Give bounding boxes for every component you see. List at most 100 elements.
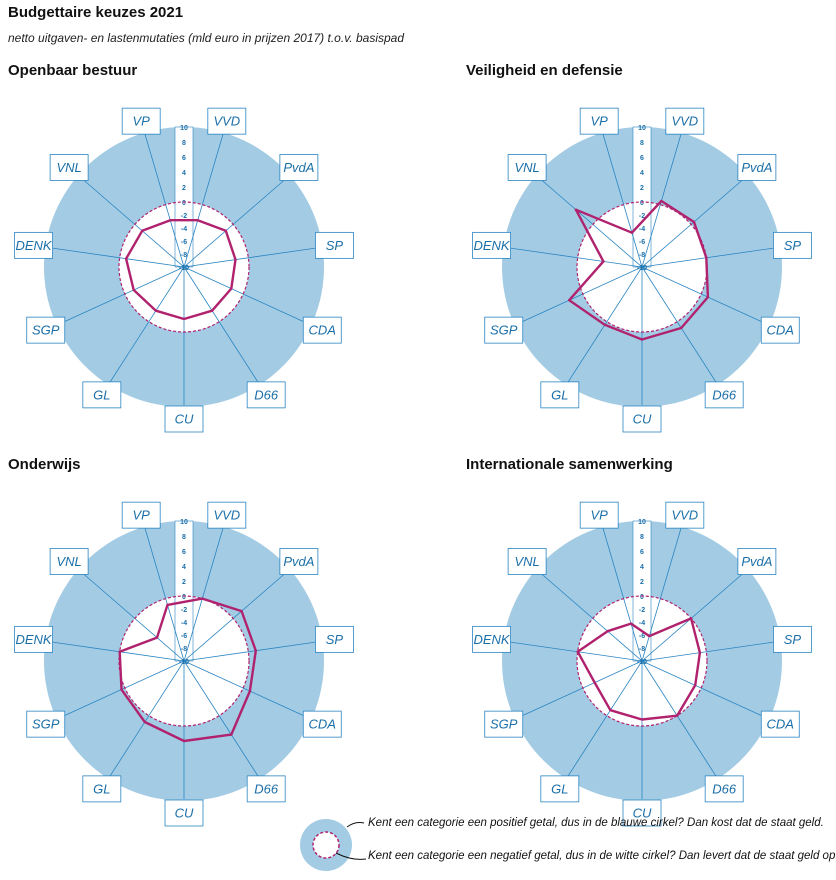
party-label-pvda: PvdA	[283, 554, 314, 569]
tick-label: 8	[182, 534, 186, 541]
party-label-vnl: VNL	[514, 554, 539, 569]
data-point-denk	[124, 257, 128, 260]
tick-label: 4	[640, 564, 644, 571]
data-point-vp	[630, 231, 634, 234]
party-label-sgp: SGP	[32, 323, 60, 338]
data-point-sgp	[568, 299, 571, 302]
tick-label: 0	[182, 200, 186, 207]
tick-label: -10	[637, 659, 647, 666]
spoke-cda	[641, 660, 768, 719]
spoke-denk	[47, 246, 185, 268]
legend-white-circle	[312, 831, 340, 859]
party-box-d66	[704, 775, 744, 803]
series-line	[118, 597, 258, 743]
party-label-cda: CDA	[309, 717, 336, 732]
data-point-d66	[675, 714, 679, 717]
party-box-cda	[302, 710, 342, 738]
spoke-sgp	[516, 660, 643, 719]
data-point-cu	[640, 338, 644, 341]
data-point-d66	[210, 309, 214, 312]
party-label-vp: VP	[591, 114, 609, 129]
tick-label: 10	[638, 519, 646, 526]
party-box-vp	[579, 107, 619, 135]
spoke-d66	[183, 266, 259, 384]
data-point-vnl	[606, 630, 609, 633]
party-label-cda: CDA	[767, 717, 794, 732]
party-label-cu: CU	[175, 412, 194, 427]
chart-title: Budgettaire keuzes 2021	[8, 4, 184, 21]
party-label-cda: CDA	[309, 323, 336, 338]
spoke-cda	[641, 266, 768, 325]
tick-label: -8	[639, 646, 645, 653]
data-point-cda	[706, 295, 710, 299]
series-line	[567, 199, 710, 341]
party-box-cda	[760, 710, 800, 738]
party-label-sp: SP	[326, 632, 344, 647]
data-point-vp	[169, 219, 172, 222]
party-box-denk	[472, 231, 511, 259]
party-box-vvd	[207, 107, 247, 135]
data-point-sp	[254, 649, 257, 652]
party-box-vnl	[49, 548, 89, 575]
data-point-gl	[609, 709, 612, 712]
legend-symbol	[300, 819, 367, 871]
tick-label: 0	[640, 594, 644, 601]
tick-label: 2	[182, 185, 186, 192]
party-box-sp	[315, 625, 354, 653]
party-label-vnl: VNL	[56, 554, 81, 569]
data-point-gl	[154, 309, 158, 312]
tick-label: 4	[182, 170, 186, 177]
tick-label: -10	[179, 659, 189, 666]
data-point-sgp	[120, 688, 123, 691]
series-line	[124, 218, 237, 321]
data-point-sgp	[593, 681, 596, 684]
data-point-vvd	[196, 219, 199, 222]
party-label-cu: CU	[175, 806, 194, 821]
tick-label: 0	[640, 200, 644, 207]
data-point-d66	[679, 326, 683, 330]
tick-label: -2	[639, 213, 645, 220]
party-label-vnl: VNL	[514, 160, 539, 175]
panel-title: Onderwijs	[8, 456, 81, 473]
data-point-pvda	[692, 220, 696, 224]
spoke-vp	[144, 134, 185, 268]
party-label-pvda: PvdA	[741, 554, 772, 569]
party-box-denk	[14, 231, 53, 259]
tick-label: 8	[640, 534, 644, 541]
party-label-gl: GL	[93, 387, 110, 402]
spoke-vvd	[183, 528, 224, 662]
data-point-pvda	[224, 229, 227, 233]
party-label-gl: GL	[551, 387, 568, 402]
party-label-vnl: VNL	[56, 160, 81, 175]
spoke-vvd	[183, 134, 224, 268]
panel-title: Openbaar bestuur	[8, 62, 138, 79]
tick-label: -4	[181, 620, 187, 627]
party-box-vp	[121, 501, 161, 529]
party-box-sgp	[484, 710, 524, 738]
party-label-denk: DENK	[15, 632, 52, 647]
spoke-cda	[183, 266, 310, 325]
spoke-denk	[505, 246, 643, 268]
party-label-vvd: VVD	[671, 114, 698, 129]
party-label-denk: DENK	[15, 238, 52, 253]
data-point-cda	[230, 287, 233, 290]
party-box-pvda	[279, 548, 319, 575]
data-point-vp	[629, 622, 633, 625]
party-box-vnl	[507, 154, 547, 181]
spoke-vnl	[537, 176, 643, 268]
zero-line-circle	[118, 201, 250, 333]
tick-label: -6	[181, 239, 187, 246]
data-point-d66	[230, 733, 233, 736]
legend: Kent een categorie een positief getal, d…	[300, 815, 836, 875]
tick-label: 6	[182, 155, 186, 162]
party-label-sgp: SGP	[490, 717, 518, 732]
legend-positive-text: Kent een categorie een positief getal, d…	[368, 817, 824, 829]
data-point-sp	[234, 258, 237, 261]
data-point-cu	[182, 317, 186, 321]
party-label-vvd: VVD	[213, 508, 240, 523]
